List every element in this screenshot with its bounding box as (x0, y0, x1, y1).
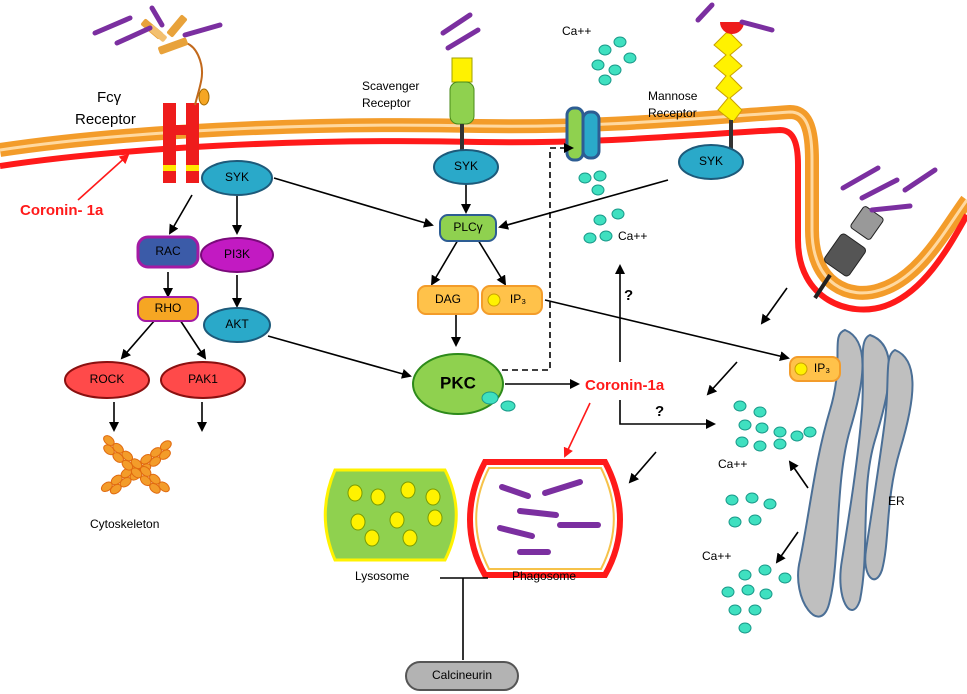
lysosome (323, 468, 458, 562)
rac-label: RAC (155, 244, 181, 258)
er-label: ER (888, 494, 905, 508)
mannose-label: Mannose (648, 89, 698, 103)
pathogen-group-fcg (92, 5, 223, 46)
syk-node-mannose: SYK (678, 144, 744, 180)
engulfing-receptor (813, 165, 938, 300)
calcium-label-top: Ca++ (562, 24, 591, 38)
plcg-label: PLCγ (453, 220, 482, 234)
pak1-label: PAK1 (188, 372, 218, 386)
dag-label: DAG (435, 292, 461, 306)
phagosome-label: Phagosome (512, 569, 576, 583)
pi3k-node: PI3K (200, 237, 274, 273)
mannose-receptor (695, 2, 775, 150)
coronin-center-label: Coronin-1a (585, 377, 665, 394)
ip3-er-label: IP₃ (814, 361, 830, 375)
pkc-node: PKC (412, 353, 504, 415)
syk-label: SYK (454, 159, 478, 173)
rho-label: RHO (155, 301, 182, 315)
rac-node: RAC (136, 235, 200, 269)
calcium-label-er: Ca++ (718, 457, 747, 471)
syk-node-scavenger: SYK (433, 149, 499, 185)
cell-membrane (0, 104, 967, 313)
coronin-membrane-label: Coronin- 1a (20, 202, 104, 219)
cytoskeleton-filaments (100, 435, 172, 495)
calcium-label-low: Ca++ (702, 549, 731, 563)
syk-label: SYK (699, 154, 723, 168)
plcg-node: PLCγ (439, 214, 497, 242)
ip3-node: IP₃ (481, 285, 543, 315)
pak1-node: PAK1 (160, 361, 246, 399)
calcineurin-label: Calcineurin (432, 668, 492, 682)
question-mark-up: ? (624, 287, 633, 304)
akt-label: AKT (225, 317, 249, 331)
ip3-er-node: IP₃ (789, 356, 841, 382)
pi3k-label: PI3K (224, 247, 250, 261)
scavenger-receptor-label: Receptor (362, 96, 411, 110)
endoplasmic-reticulum (797, 328, 914, 618)
lysosome-label: Lysosome (355, 569, 410, 583)
scavenger-label: Scavenger (362, 79, 419, 93)
fcg-label: Fcγ (97, 89, 122, 106)
cytoskeleton-label: Cytoskeleton (90, 517, 159, 531)
ip3-label: IP₃ (510, 292, 526, 306)
scavenger-receptor (440, 12, 481, 154)
mannose-receptor-label: Receptor (648, 106, 697, 120)
rock-node: ROCK (64, 361, 150, 399)
phagosome (467, 459, 623, 578)
question-mark-right: ? (655, 403, 664, 420)
syk-label: SYK (225, 170, 249, 184)
calcineurin-node: Calcineurin (405, 661, 519, 691)
rho-node: RHO (137, 296, 199, 322)
calcium-ions (500, 36, 817, 634)
coronin-membrane-arrow (77, 153, 130, 201)
antibody (141, 15, 188, 55)
fcg-receptor (163, 42, 210, 183)
pathway-arrows (109, 143, 809, 660)
fcg-receptor-label: Receptor (75, 111, 136, 128)
rock-label: ROCK (90, 372, 125, 386)
pkc-label: PKC (440, 373, 476, 392)
syk-node-fcg: SYK (201, 160, 273, 196)
dag-node: DAG (417, 285, 479, 315)
akt-node: AKT (203, 307, 271, 343)
coronin-phagosome-arrow (563, 402, 591, 458)
calcium-label-mid: Ca++ (618, 229, 647, 243)
calcium-channel (565, 106, 601, 162)
